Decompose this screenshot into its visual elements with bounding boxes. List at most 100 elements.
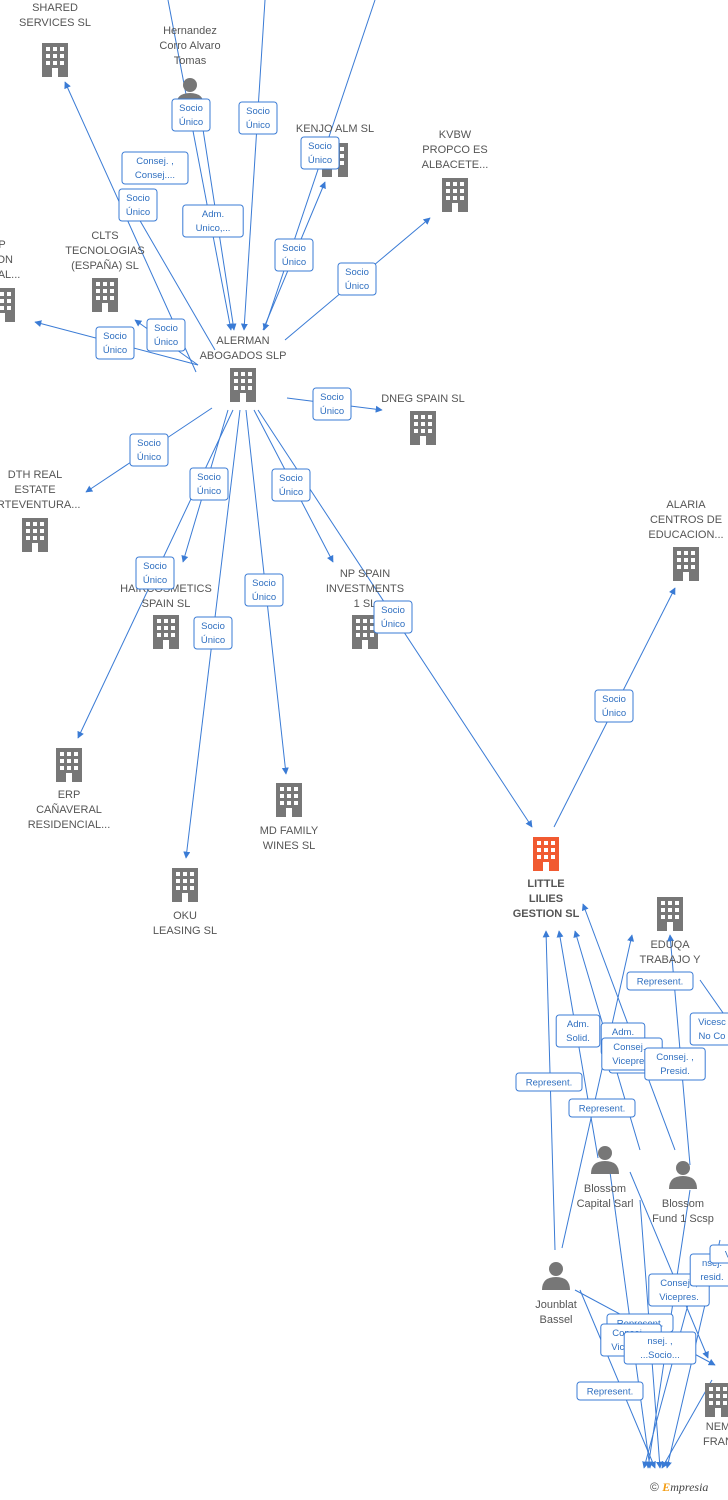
node-label: NEM — [706, 1421, 728, 1433]
building-icon — [230, 368, 256, 402]
node-otoyo[interactable]: OTOYOSHAREDSERVICES SL — [19, 0, 91, 77]
edge-line — [661, 1379, 713, 1469]
node-label: FRAN — [703, 1436, 728, 1448]
building-icon — [276, 783, 302, 817]
building-icon — [673, 547, 699, 581]
node-label: ERP — [58, 789, 81, 801]
building-icon — [92, 278, 118, 312]
edge-label[interactable]: V — [709, 1244, 728, 1264]
edge-label[interactable]: Represent. — [626, 971, 694, 991]
node-label: RESIDENCIAL... — [28, 819, 111, 831]
node-dneg[interactable]: DNEG SPAIN SL — [381, 393, 465, 445]
edge-label-text: Único — [602, 708, 626, 719]
node-label: ERTEVENTURA... — [0, 499, 80, 511]
node-label: ABOGADOS SLP — [200, 350, 287, 362]
edge-label-text: Socio — [126, 193, 150, 204]
edge-label-text: Único — [320, 406, 344, 417]
person-icon — [591, 1146, 619, 1174]
node-dth[interactable]: DTH REALESTATEERTEVENTURA... — [0, 469, 80, 552]
node-label: JON — [0, 254, 13, 266]
node-label: TECNOLOGIAS — [65, 245, 144, 257]
edge-label-box — [623, 1331, 697, 1365]
node-label: ALBACETE... — [422, 159, 489, 171]
edge-label-text: Socio — [308, 141, 332, 152]
edge-label-text: Único — [381, 619, 405, 630]
building-icon — [0, 288, 15, 322]
node-erp[interactable]: ERPCAÑAVERALRESIDENCIAL... — [28, 748, 111, 831]
node-label: OKU — [173, 910, 197, 922]
edge-line — [561, 934, 635, 1249]
edge-label-text: Socio — [201, 621, 225, 632]
node-label: DTH REAL — [8, 469, 62, 481]
node-label: MD FAMILY — [260, 825, 319, 837]
edge-label[interactable]: Represent. — [576, 1381, 644, 1401]
edge-label-text: Único — [137, 452, 161, 463]
edge-label-text: Unico,... — [196, 223, 231, 234]
edge-label-box — [244, 573, 284, 607]
edge-label-text: Presid. — [660, 1066, 690, 1077]
empresia-logo: Empresia — [662, 1480, 709, 1494]
edge-label-text: Único — [197, 486, 221, 497]
node-leftcut[interactable]: PJONICIAL... — [0, 239, 20, 322]
node-label: SPAIN SL — [142, 598, 191, 610]
edge-label[interactable]: Consej. ,Presid. — [644, 1047, 706, 1081]
node-nemo[interactable]: NEM FRAN — [703, 1383, 728, 1448]
edge-label[interactable]: Adm.Solid. — [555, 1014, 601, 1048]
edge-label-text: Socio — [179, 103, 203, 114]
edge-label-box — [576, 1381, 644, 1401]
node-label: P — [0, 239, 6, 251]
edge-label[interactable]: Represent. — [568, 1098, 636, 1118]
edge-label-text: Adm. — [567, 1019, 589, 1030]
edge-label-box — [312, 387, 352, 421]
edge-label[interactable]: nsej. ,...Socio... — [623, 1331, 697, 1365]
edge-label-text: nsej. , — [647, 1336, 672, 1347]
node-label: KVBW — [439, 129, 472, 141]
node-label: Bassel — [539, 1314, 572, 1326]
copyright-symbol: © — [650, 1480, 659, 1494]
edge-label[interactable]: Adm. Unico,... — [182, 204, 244, 238]
person-icon — [542, 1262, 570, 1290]
edge-label-text: Adm. — [202, 209, 224, 220]
edge-label[interactable]: Consej. ,Consej.... — [121, 151, 189, 185]
edge-label-box — [689, 1012, 728, 1046]
edge-label-text: Socio — [345, 267, 369, 278]
edge-label-text: Represent. — [587, 1387, 633, 1398]
node-kenjo[interactable]: KENJO ALM SL — [296, 123, 374, 177]
edge-label[interactable]: Represent. — [515, 1072, 583, 1092]
edge-label-text: Adm. — [612, 1027, 634, 1038]
